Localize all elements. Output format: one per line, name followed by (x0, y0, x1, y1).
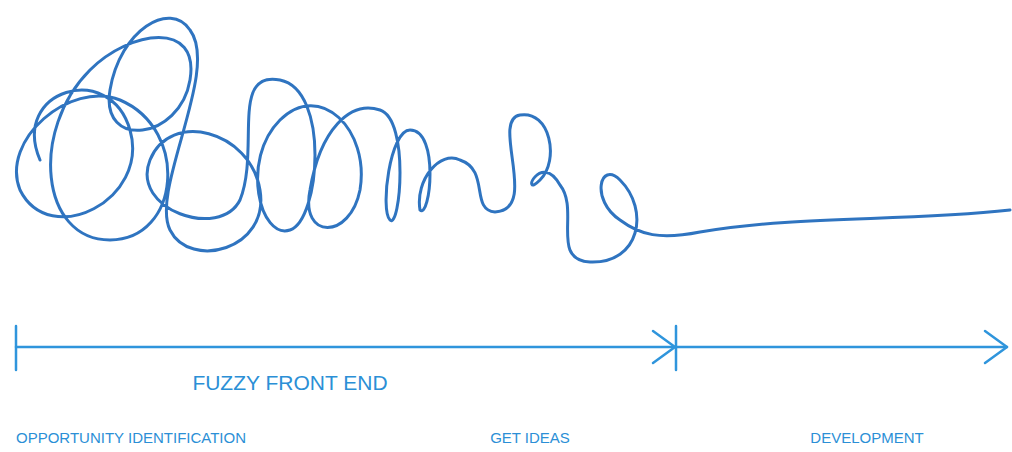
phase-label: GET IDEAS (490, 429, 570, 447)
phase-heading: FUZZY FRONT END (192, 370, 387, 395)
phase-label: OPPORTUNITY IDENTIFICATION (16, 429, 246, 447)
timeline-axis (16, 326, 1007, 370)
tangled-line (16, 18, 1010, 262)
phase-label: DEVELOPMENT (810, 429, 923, 447)
